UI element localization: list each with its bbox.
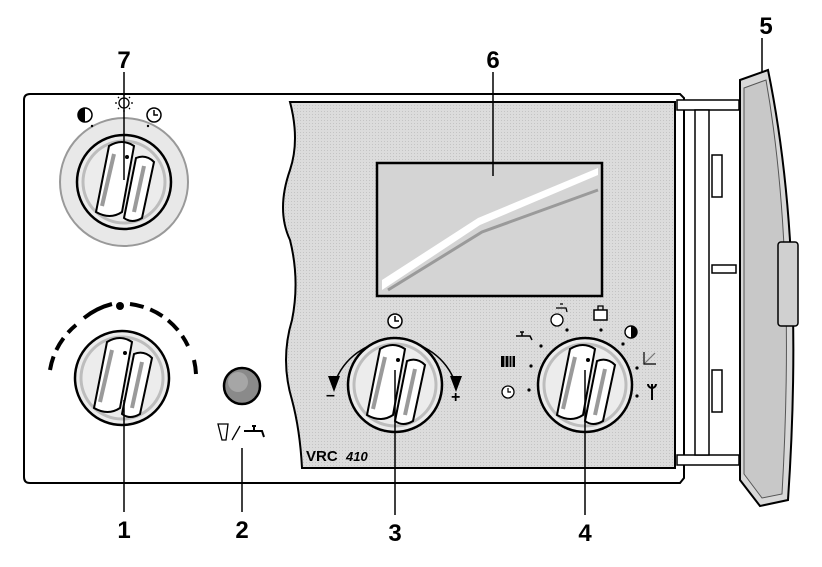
clock-icon xyxy=(146,107,162,128)
heating-curve-icon xyxy=(643,352,656,365)
minus-label: – xyxy=(326,387,335,404)
plus-label: + xyxy=(451,389,460,406)
clock-icon xyxy=(501,385,515,399)
suitcase-icon xyxy=(593,305,608,321)
separator-slash xyxy=(231,425,241,441)
callout-7: 7 xyxy=(117,47,130,74)
radiator-icon xyxy=(501,356,515,367)
callout-4: 4 xyxy=(578,520,592,547)
callout-6: 6 xyxy=(486,47,499,74)
callout-2: 2 xyxy=(235,517,248,544)
callout-1: 1 xyxy=(117,517,130,544)
model-label: VRC xyxy=(306,448,338,465)
moon-icon xyxy=(77,107,94,128)
dial-3-setpoint[interactable] xyxy=(328,336,462,434)
front-cover[interactable] xyxy=(676,68,799,508)
clock-icon xyxy=(387,313,403,329)
tap-icon xyxy=(244,425,265,438)
callout-3: 3 xyxy=(388,520,401,547)
knob-1-temperature[interactable] xyxy=(48,302,198,427)
tap-icon xyxy=(516,331,533,341)
callout-lines xyxy=(123,38,763,515)
wrench-icon xyxy=(647,383,657,400)
display-screen xyxy=(375,161,604,298)
shower-icon xyxy=(550,303,568,327)
button-2[interactable] xyxy=(222,366,262,406)
knob-4-program-selector[interactable] xyxy=(527,328,639,434)
chimney-sweep-icon xyxy=(217,423,229,441)
moon-icon xyxy=(624,325,638,339)
callout-5: 5 xyxy=(759,13,772,40)
model-number: 410 xyxy=(345,449,368,464)
